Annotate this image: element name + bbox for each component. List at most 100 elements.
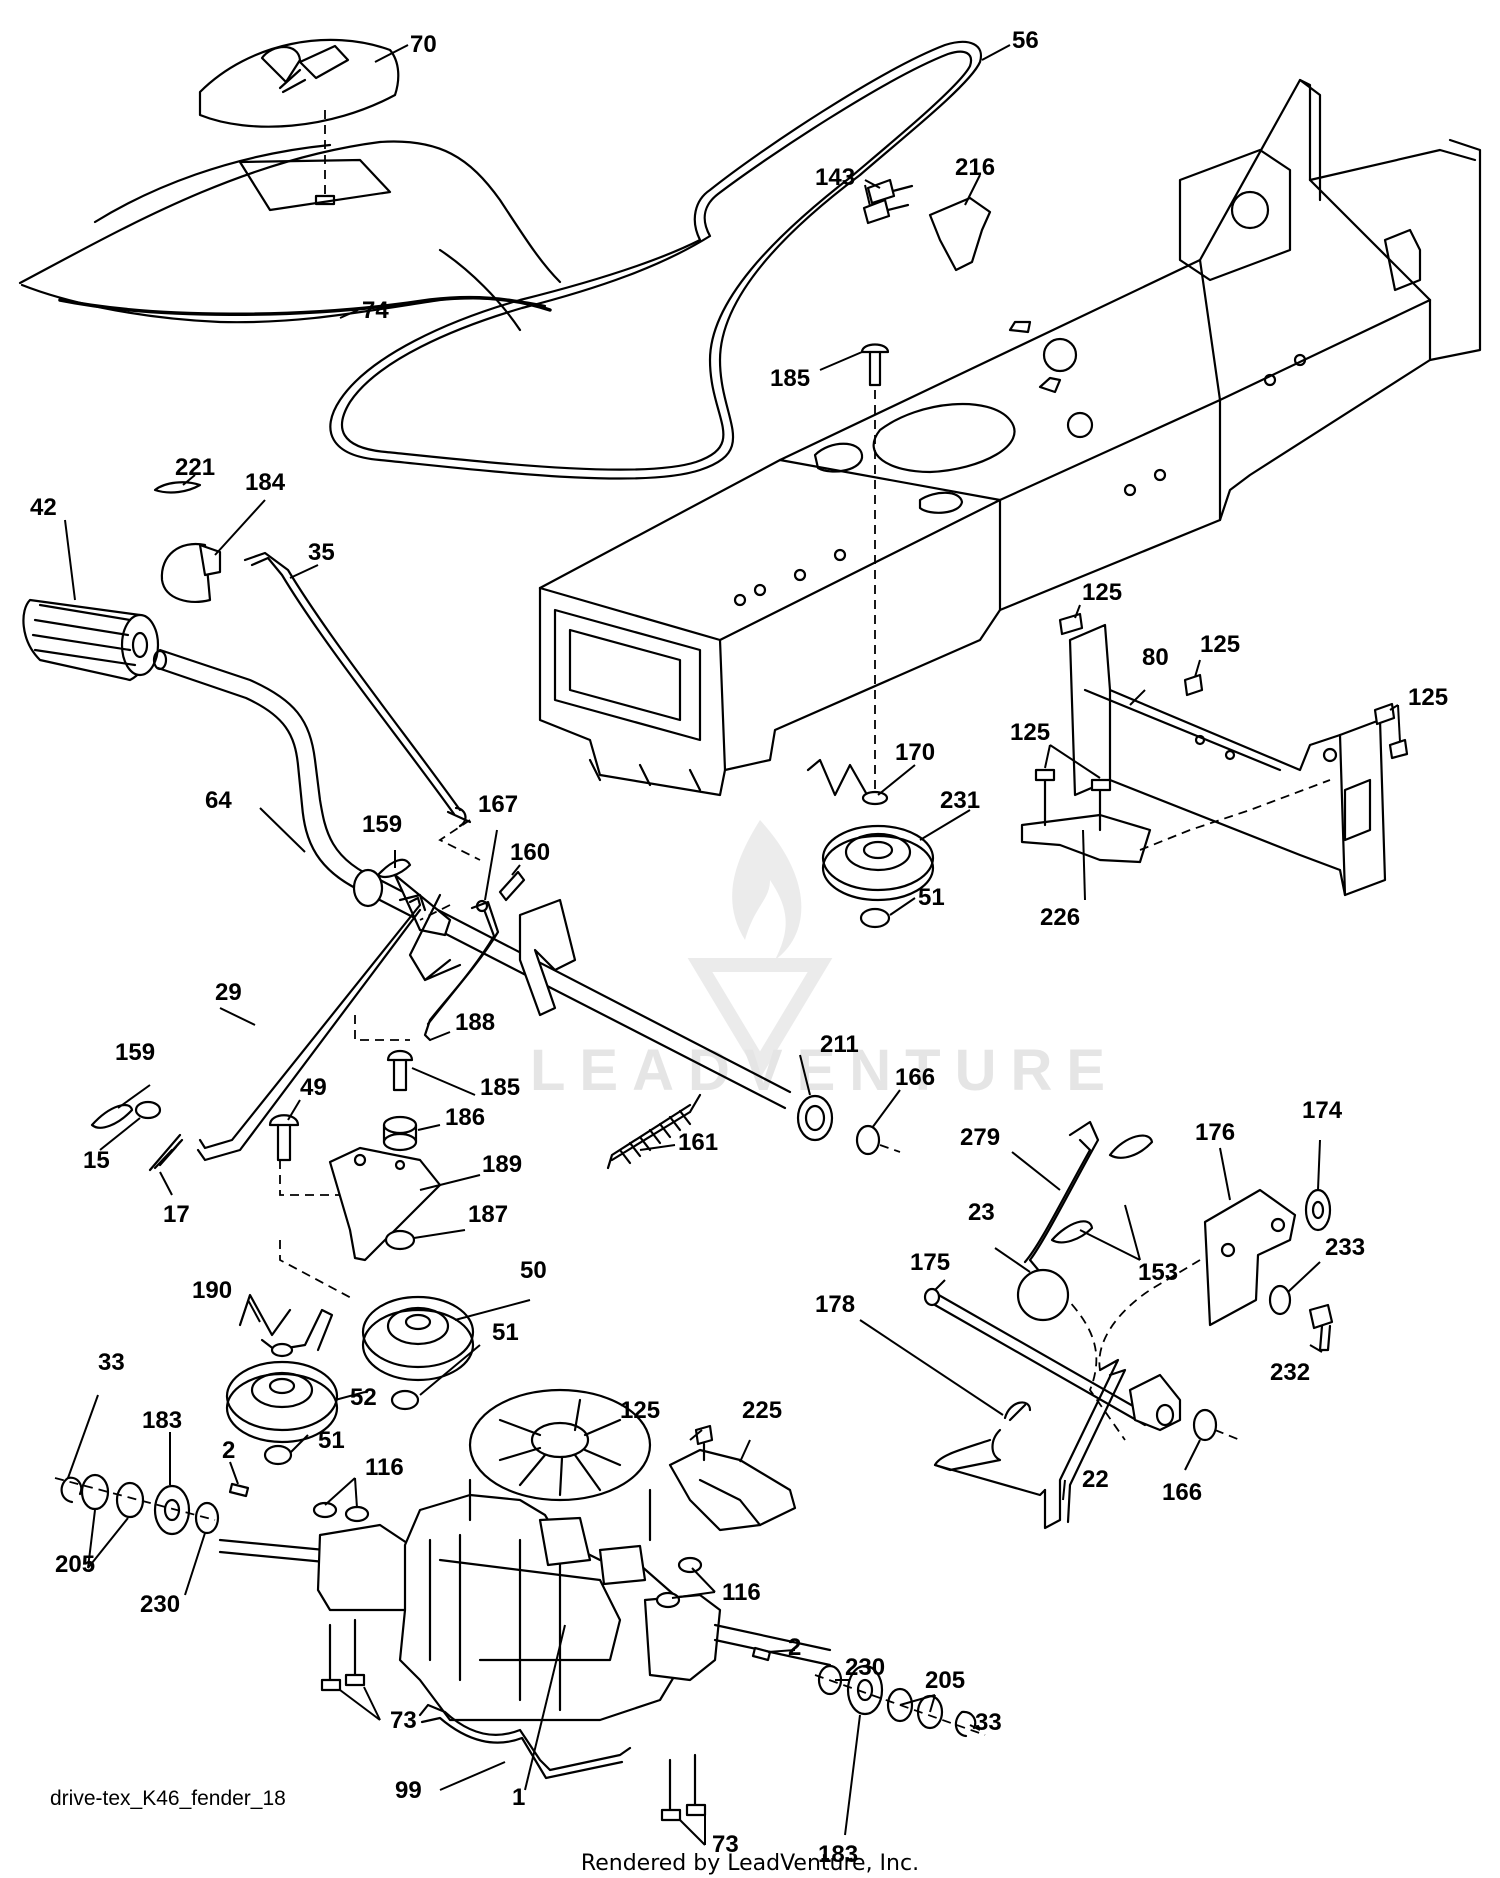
bracket-80-drawing — [1058, 612, 1409, 897]
nut-51-mid-drawing — [390, 1389, 420, 1411]
chassis-frame-drawing — [538, 78, 1482, 797]
watermark-v-icon — [687, 958, 833, 1079]
callout-1: 1 — [512, 1784, 525, 1811]
callout-74: 74 — [362, 297, 389, 324]
spring-17-drawing — [148, 1133, 184, 1172]
callout-125-d: 125 — [1010, 719, 1050, 746]
washer-15-drawing — [134, 1100, 162, 1120]
callout-64: 64 — [205, 787, 232, 814]
lock-washer-174-drawing — [1304, 1188, 1332, 1232]
callout-33-left: 33 — [98, 1349, 125, 1376]
cotter-pin-221-drawing — [153, 481, 202, 494]
callout-51-top: 51 — [918, 884, 945, 911]
clip-153-drawing — [1050, 1134, 1154, 1244]
bolt-185-lower-drawing — [386, 1049, 414, 1092]
callout-175: 175 — [910, 1249, 950, 1276]
callout-211: 211 — [820, 1031, 859, 1058]
callout-230-right: 230 — [845, 1654, 885, 1681]
bracket-189-drawing — [328, 1146, 442, 1262]
callout-35: 35 — [308, 539, 335, 566]
watermark-flame-icon — [732, 820, 802, 960]
fender-drawing — [18, 140, 562, 332]
pedal-knob-42-drawing — [22, 598, 160, 682]
callout-232: 232 — [1270, 1359, 1310, 1386]
callout-50: 50 — [520, 1257, 547, 1284]
callout-73-lower: 73 — [712, 1831, 739, 1858]
key-2-right-drawing — [751, 1646, 772, 1662]
callout-125-b: 125 — [1200, 631, 1240, 658]
callout-2-left: 2 — [222, 1437, 235, 1464]
callout-2-right: 2 — [788, 1634, 801, 1661]
callout-125-c: 125 — [1408, 684, 1448, 711]
bearing-183-left-drawing — [153, 1484, 191, 1536]
callout-116-lower: 116 — [722, 1579, 761, 1606]
rod-279-drawing — [1028, 1120, 1100, 1274]
leadventure-watermark: LEADVENTURE — [530, 820, 1105, 1103]
cotter-pin-159-left-drawing — [90, 1103, 134, 1129]
callout-233: 233 — [1325, 1234, 1365, 1261]
callout-216: 216 — [955, 154, 995, 181]
callout-33-right: 33 — [975, 1709, 1002, 1736]
callout-99: 99 — [395, 1777, 422, 1804]
callout-230-left: 230 — [140, 1591, 180, 1618]
callout-188: 188 — [455, 1009, 495, 1036]
callout-29: 29 — [215, 979, 242, 1006]
spring-178-drawing — [1003, 1401, 1032, 1422]
callout-73-upper: 73 — [390, 1707, 417, 1734]
washer-205-left-a-drawing — [80, 1473, 110, 1511]
callout-153: 153 — [1138, 1259, 1178, 1286]
callout-161: 161 — [678, 1129, 718, 1156]
callout-205-left: 205 — [55, 1551, 95, 1578]
key-2-left-drawing — [228, 1482, 250, 1498]
callout-125-e: 125 — [620, 1397, 660, 1424]
idler-pulley-231-drawing — [806, 758, 935, 929]
callout-225: 225 — [742, 1397, 782, 1424]
callout-leaders — [64, 44, 1401, 1846]
transaxle-1-drawing — [218, 1388, 832, 1822]
callout-178: 178 — [815, 1291, 855, 1318]
callout-174: 174 — [1302, 1097, 1343, 1124]
snap-ring-33-right-drawing — [954, 1710, 977, 1738]
rod-35-drawing — [243, 551, 462, 812]
callout-205-right: 205 — [925, 1667, 965, 1694]
callout-22: 22 — [1082, 1466, 1109, 1493]
callout-125-a: 125 — [1082, 579, 1122, 606]
washer-187-drawing — [384, 1229, 416, 1251]
callout-185-top: 185 — [770, 365, 810, 392]
callout-17: 17 — [163, 1201, 190, 1228]
callout-166-lower: 166 — [1162, 1479, 1202, 1506]
link-188-drawing — [423, 899, 500, 1042]
bolt-185-top-drawing — [860, 343, 890, 387]
pin-160-drawing — [498, 870, 526, 902]
callout-80: 80 — [1142, 644, 1169, 671]
bracket-225-drawing — [668, 1424, 797, 1532]
rod-29-drawing — [198, 896, 422, 1150]
nut-51-lower-drawing — [263, 1444, 293, 1466]
callout-176: 176 — [1195, 1119, 1235, 1146]
callout-279: 279 — [960, 1124, 1000, 1151]
bushing-211-drawing — [796, 1094, 834, 1142]
callout-189: 189 — [482, 1151, 522, 1178]
callout-184: 184 — [245, 469, 286, 496]
washer-166-upper-drawing — [855, 1124, 881, 1156]
callout-15: 15 — [83, 1147, 110, 1174]
callout-170: 170 — [895, 739, 935, 766]
part-callout-labels: 70 56 143 216 74 185 221 184 42 35 125 1… — [30, 27, 1448, 1868]
rod-175-drawing — [923, 1287, 1147, 1427]
snap-ring-33-left-drawing — [60, 1476, 83, 1504]
callout-166-upper: 166 — [895, 1064, 935, 1091]
callout-183-right: 183 — [818, 1841, 858, 1868]
callout-23: 23 — [968, 1199, 995, 1226]
callout-159-top: 159 — [362, 811, 402, 838]
callout-190: 190 — [192, 1277, 232, 1304]
cotter-pin-159-top-drawing — [376, 858, 412, 879]
washer-205-left-b-drawing — [115, 1481, 145, 1519]
callout-226: 226 — [1040, 904, 1080, 931]
ball-23-drawing — [1016, 1268, 1070, 1322]
bolt-49-drawing — [268, 1114, 300, 1162]
cap-184-drawing — [160, 542, 222, 603]
callout-70: 70 — [410, 31, 437, 58]
pulley-50-drawing — [361, 1295, 475, 1382]
